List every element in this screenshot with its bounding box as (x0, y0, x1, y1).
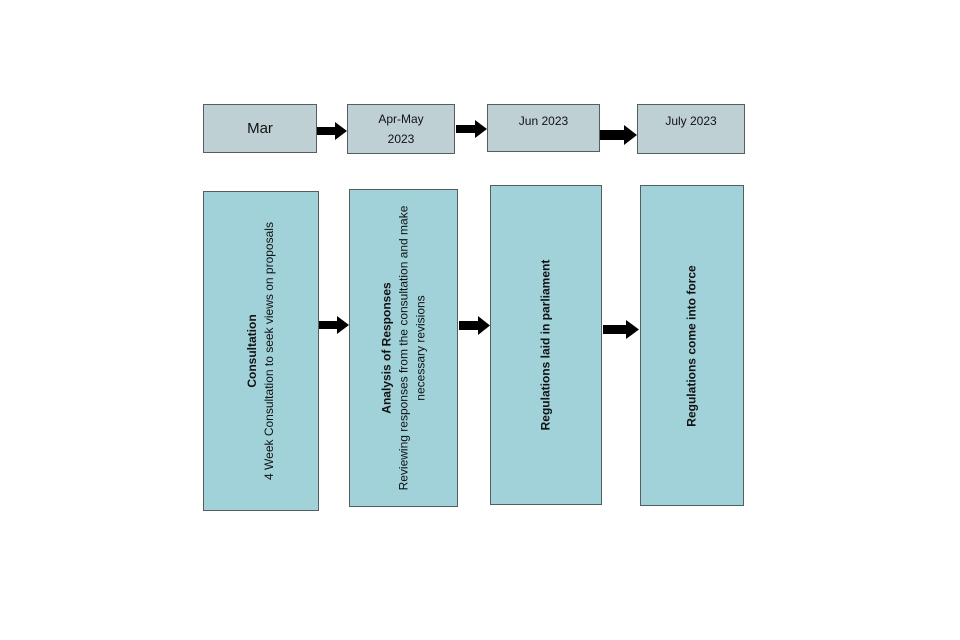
timeline-label: July 2023 (665, 114, 717, 128)
stage-title: Regulations come into force (684, 264, 699, 427)
arrow-right-icon (317, 122, 347, 140)
timeline-label: Apr-May 2023 (378, 112, 424, 146)
arrow-right-icon (319, 316, 349, 334)
stage-box-regulations-in-force: Regulations come into force (640, 185, 744, 506)
stage-title: Consultation (245, 314, 259, 388)
arrow-right-icon (456, 120, 487, 138)
stage-description: 4 Week Consultation to seek views on pro… (262, 222, 276, 480)
stage-box-consultation: Consultation 4 Week Consultation to seek… (203, 191, 319, 511)
stage-box-regulations-laid: Regulations laid in parliament (490, 185, 602, 505)
timeline-box-jun: Jun 2023 (487, 104, 600, 152)
stage-title: Regulations laid in parliament (538, 259, 553, 431)
timeline-label: Jun 2023 (518, 114, 569, 128)
stage-title: Analysis of Responses (379, 282, 393, 414)
timeline-box-apr-may: Apr-May 2023 (347, 104, 455, 154)
timeline-label: Mar (247, 119, 273, 137)
arrow-right-icon (600, 125, 637, 145)
stage-box-analysis: Analysis of Responses Reviewing response… (349, 189, 458, 507)
arrow-right-icon (459, 316, 490, 335)
stage-description: Reviewing responses from the consultatio… (396, 205, 427, 491)
arrow-right-icon (603, 320, 639, 339)
timeline-box-mar: Mar (203, 104, 317, 153)
timeline-box-july: July 2023 (637, 104, 745, 154)
